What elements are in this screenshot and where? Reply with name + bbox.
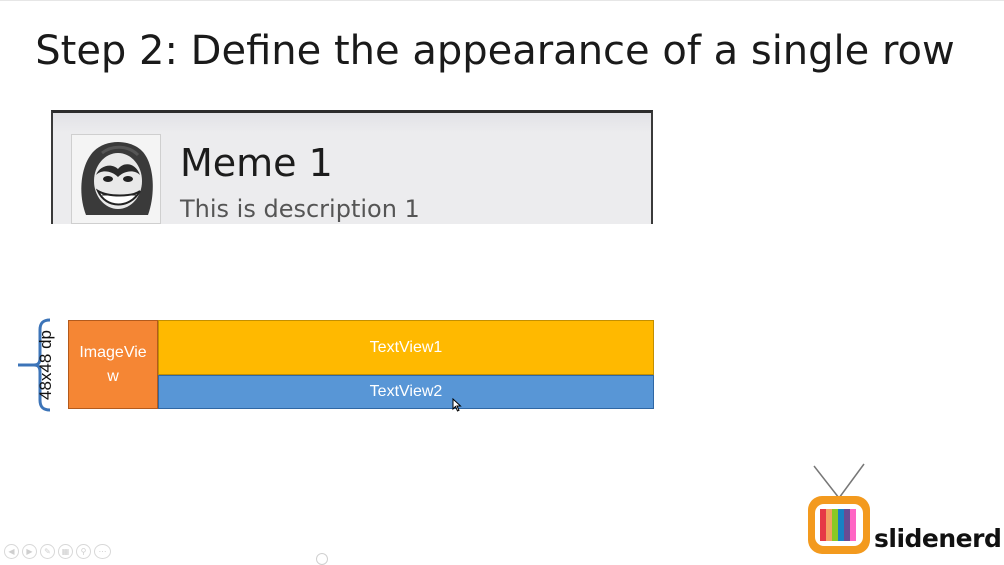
slidenerd-tv-logo: [808, 463, 870, 554]
zoom-icon[interactable]: ⚲: [76, 544, 91, 559]
mouse-cursor-icon: [452, 398, 462, 412]
slideshow-toolbar: ◀ ▶ ✎ ▦ ⚲ ⋯: [4, 544, 111, 559]
next-icon[interactable]: ▶: [22, 544, 37, 559]
brand-name: slidenerd: [874, 524, 1002, 553]
height-bracket-icon: [18, 318, 51, 412]
text-view2-box: TextView2: [158, 375, 654, 409]
more-icon[interactable]: ⋯: [94, 544, 111, 559]
slide-top-border: [0, 0, 1004, 1]
text-view1-box: TextView1: [158, 320, 654, 375]
size-label: 48x48 dp: [36, 330, 55, 400]
previous-icon[interactable]: ◀: [4, 544, 19, 559]
pointer-dot-icon: [316, 553, 328, 565]
row-title: Meme 1: [180, 141, 333, 185]
list-row-screenshot: Meme 1 This is description 1: [51, 110, 653, 224]
pen-icon[interactable]: ✎: [40, 544, 55, 559]
meme-face-icon: [81, 142, 153, 215]
row-description: This is description 1: [180, 195, 420, 223]
image-view-box: ImageView: [68, 320, 158, 409]
slide-title: Step 2: Define the appearance of a singl…: [35, 28, 955, 74]
meme-face-image: [71, 134, 161, 224]
slides-icon[interactable]: ▦: [58, 544, 73, 559]
